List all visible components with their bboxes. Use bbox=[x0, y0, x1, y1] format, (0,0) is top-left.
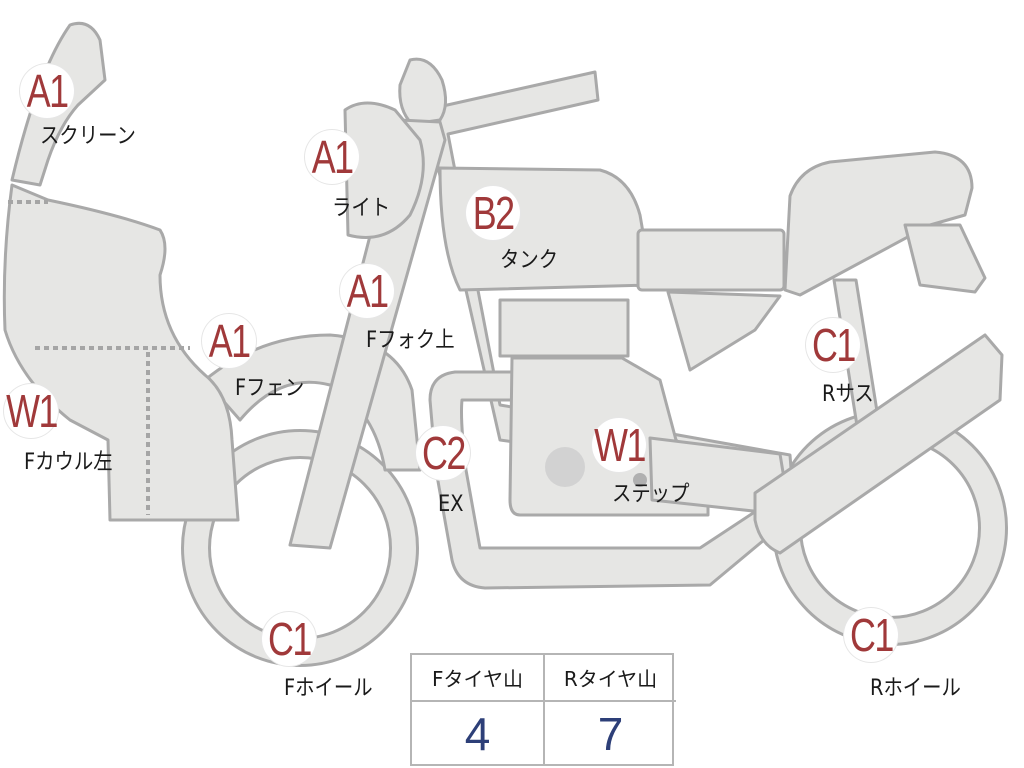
step-peg bbox=[633, 473, 647, 487]
grade-text: A1 bbox=[26, 65, 69, 117]
tire-tread-table: Fタイヤ山 4 Rタイヤ山 7 bbox=[410, 653, 676, 766]
grade-badge-step[interactable]: W1 bbox=[592, 418, 646, 472]
grade-text: W1 bbox=[5, 385, 58, 437]
grade-text: B2 bbox=[472, 187, 515, 239]
label-front-fender: Fフェン bbox=[235, 376, 305, 401]
rear-frame-piece bbox=[753, 333, 1004, 555]
label-light: ライト bbox=[332, 196, 391, 221]
front-fork-shape bbox=[288, 118, 447, 550]
label-rear-suspension: Rサス bbox=[822, 382, 874, 407]
grade-text: A1 bbox=[346, 265, 389, 317]
grade-badge-screen[interactable]: A1 bbox=[20, 64, 74, 118]
grade-badge-tank[interactable]: B2 bbox=[466, 186, 520, 240]
side-cover-shape bbox=[666, 290, 782, 372]
headlight-shape bbox=[343, 101, 425, 239]
label-fork-upper: Fフォク上 bbox=[366, 328, 455, 353]
grade-badge-exhaust[interactable]: C2 bbox=[416, 426, 470, 480]
cowl-shape bbox=[2, 183, 240, 522]
grade-text: C1 bbox=[811, 319, 856, 371]
front-tire-column: Fタイヤ山 4 bbox=[412, 655, 543, 764]
front-tire-value: 4 bbox=[464, 708, 491, 760]
label-exhaust: EX bbox=[438, 492, 464, 517]
engine-upper-shape bbox=[498, 298, 630, 358]
grade-text: C1 bbox=[267, 613, 312, 665]
front-tire-header: Fタイヤ山 bbox=[412, 655, 543, 702]
rear-tire-column: Rタイヤ山 7 bbox=[543, 655, 676, 764]
grade-badge-rear-suspension[interactable]: C1 bbox=[806, 318, 860, 372]
label-step: ステップ bbox=[612, 482, 690, 507]
label-rear-wheel: Rホイール bbox=[870, 676, 961, 701]
grade-badge-light[interactable]: A1 bbox=[305, 130, 359, 184]
grade-text: C1 bbox=[849, 609, 894, 661]
rear-tire-value: 7 bbox=[597, 708, 624, 760]
grade-badge-cowl-left[interactable]: W1 bbox=[4, 384, 58, 438]
label-tank: タンク bbox=[500, 248, 559, 273]
mirror-shape bbox=[398, 57, 447, 126]
grade-text: A1 bbox=[311, 131, 354, 183]
grade-badge-rear-wheel[interactable]: C1 bbox=[844, 608, 898, 662]
engine-cover bbox=[545, 447, 585, 487]
grade-text: W1 bbox=[593, 419, 646, 471]
grade-badge-fork-upper[interactable]: A1 bbox=[340, 264, 394, 318]
side-panel-shape bbox=[636, 228, 786, 292]
rear-tire-header: Rタイヤ山 bbox=[545, 655, 676, 702]
grade-badge-front-fender[interactable]: A1 bbox=[202, 314, 256, 368]
label-front-wheel: Fホイール bbox=[284, 676, 373, 701]
grade-text: C2 bbox=[421, 427, 466, 479]
grade-badge-front-wheel[interactable]: C1 bbox=[262, 612, 316, 666]
seat-shape bbox=[783, 150, 974, 297]
tail-shape bbox=[903, 223, 987, 294]
label-screen: スクリーン bbox=[40, 124, 136, 149]
label-cowl-left: Fカウル左 bbox=[24, 450, 113, 475]
grade-text: A1 bbox=[208, 315, 251, 367]
